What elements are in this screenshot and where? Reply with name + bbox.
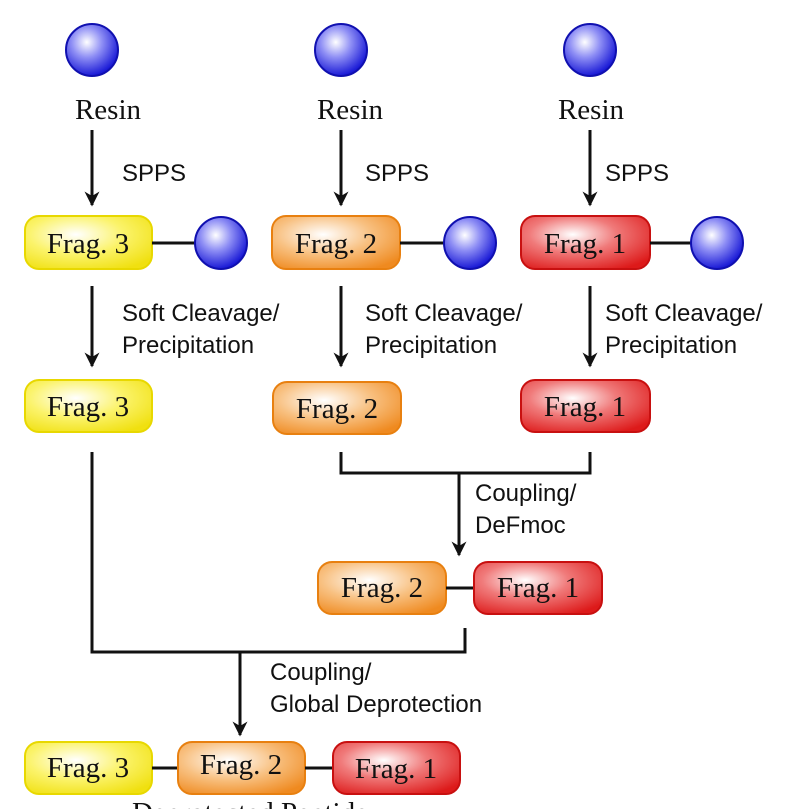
frag1-box	[473, 561, 603, 615]
resin-label: Resin	[558, 94, 625, 126]
resin-bead-icon	[563, 23, 617, 77]
frag3-label: Frag. 3	[47, 228, 129, 260]
cleavage-label: Precipitation	[605, 332, 737, 359]
resin-bead-icon	[443, 216, 497, 270]
frag2-box	[272, 381, 402, 435]
resin-label: Resin	[317, 94, 384, 126]
coupling-label: Coupling/	[475, 480, 577, 507]
frag3-box	[24, 379, 153, 433]
resin-bead-icon	[194, 216, 248, 270]
frag1-box	[520, 379, 651, 433]
frag2-label: Frag. 2	[200, 749, 282, 781]
cleavage-label: Soft Cleavage/	[605, 300, 763, 327]
frag3-label: Frag. 3	[47, 752, 129, 784]
frag2-label: Frag. 2	[296, 393, 378, 425]
frag2-label: Frag. 2	[295, 228, 377, 260]
resin-bead-icon	[690, 216, 744, 270]
frag1-box	[332, 741, 461, 795]
resin-bead-icon	[314, 23, 368, 77]
frag1-label: Frag. 1	[544, 228, 626, 260]
frag2-label: Frag. 2	[341, 572, 423, 604]
cleavage-label: Precipitation	[365, 332, 497, 359]
frag1-label: Frag. 1	[497, 572, 579, 604]
cleavage-label: Precipitation	[122, 332, 254, 359]
frag1-label: Frag. 1	[355, 753, 437, 785]
coupling-bracket	[90, 452, 467, 654]
spps-label: SPPS	[605, 160, 669, 187]
coupling-label: Global Deprotection	[270, 691, 482, 718]
cleavage-label: Soft Cleavage/	[122, 300, 280, 327]
frag3-label: Frag. 3	[47, 391, 129, 423]
resin-bead-icon	[65, 23, 119, 77]
coupling-bracket	[339, 452, 592, 475]
cleavage-label: Soft Cleavage/	[365, 300, 523, 327]
spps-label: SPPS	[365, 160, 429, 187]
spps-label: SPPS	[122, 160, 186, 187]
coupling-label: Coupling/	[270, 659, 372, 686]
coupling-label: DeFmoc	[475, 512, 566, 539]
resin-label: Resin	[75, 94, 142, 126]
frag1-label: Frag. 1	[544, 391, 626, 423]
product-label: Deprotected Peptide	[132, 797, 368, 809]
